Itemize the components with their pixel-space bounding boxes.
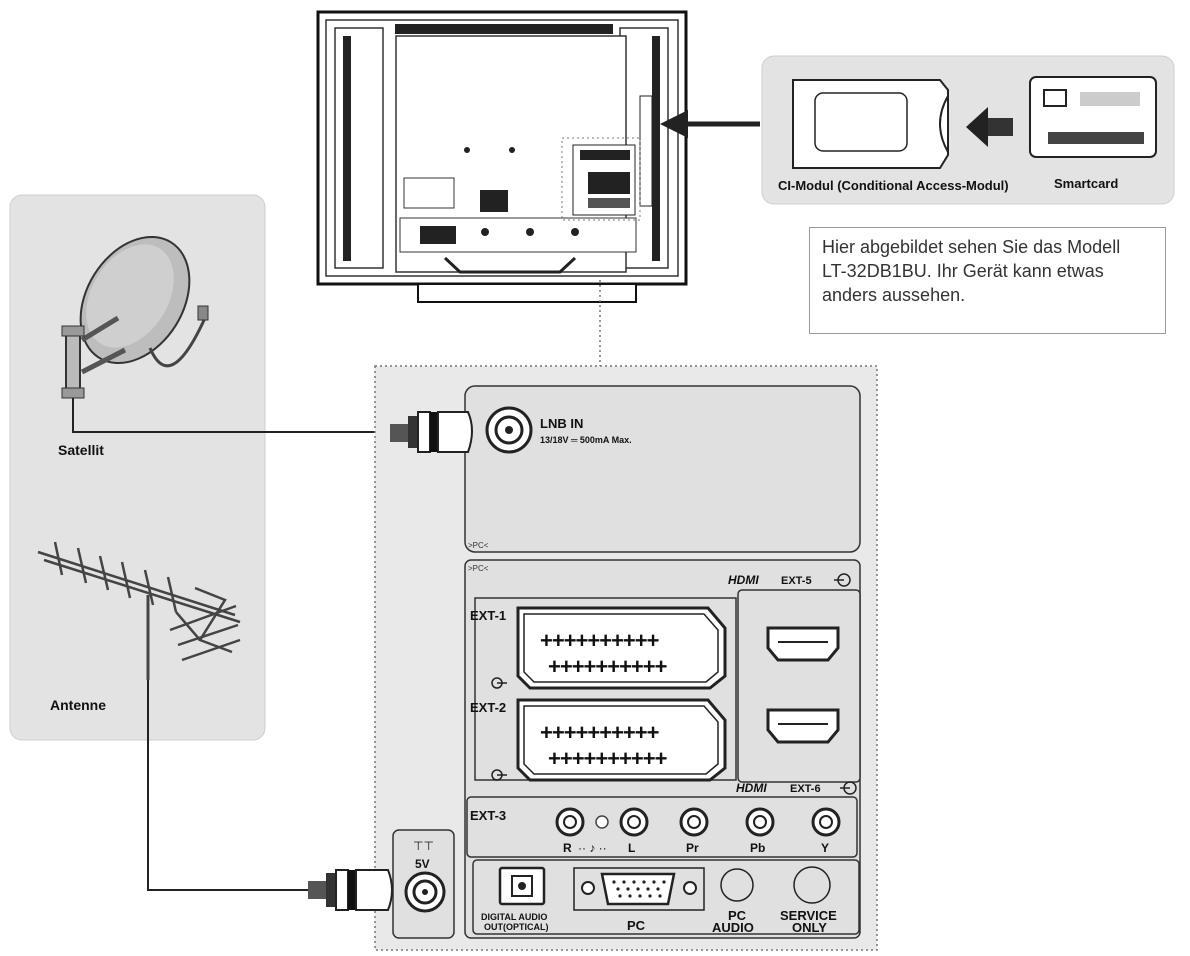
ext3-label: EXT-3	[470, 808, 506, 823]
pc-audio-port	[720, 868, 754, 902]
hdmi-ext6-port	[766, 708, 840, 744]
antenna-port-symbol: ⊤⊤	[413, 839, 434, 853]
bottom-ports-block	[472, 859, 860, 935]
lnb-in-label: LNB IN	[540, 416, 583, 431]
audio-note-icon: ·· ♪ ··	[578, 841, 607, 855]
terrestrial-antenna-icon	[37, 541, 241, 680]
ext6-label: EXT-6	[790, 783, 821, 795]
lnb-spec-label: 13/18V ═ 500mA Max.	[540, 435, 632, 445]
model-note-line2: LT-32DB1BU. Ihr Gerät kann etwas	[822, 261, 1104, 281]
smartcard-icon	[1029, 76, 1157, 158]
pc-audio-label-1: PC	[728, 908, 747, 923]
scart-ext2-pins-row2: ++++++++++	[548, 746, 667, 771]
rca-pb-label: Pb	[750, 841, 765, 855]
satellite-label: Satellit	[58, 442, 104, 458]
service-port	[793, 866, 831, 904]
scart-ext2-pins-row1: ++++++++++	[540, 720, 659, 745]
scart-ext1-pins-row1: ++++++++++	[540, 628, 659, 653]
antenna-label: Antenne	[50, 697, 106, 713]
scart-ext1-port: ++++++++++ ++++++++++	[516, 606, 727, 690]
model-note-line3: anders aussehen.	[822, 285, 966, 305]
insert-arrow-icon	[966, 107, 1013, 147]
ext3-block	[466, 796, 858, 858]
rca-pr-label: Pr	[686, 841, 699, 855]
input-arrow-icon	[834, 573, 851, 587]
rca-y-label: Y	[821, 841, 829, 855]
antenna-rf-port	[404, 871, 446, 913]
antenna-cable	[147, 680, 308, 891]
hdmi-logo-ext6: HDMI	[736, 781, 767, 795]
pc-tag-lnb: >PC<	[468, 541, 489, 550]
satellite-cable	[72, 398, 390, 433]
ci-insert-pointer-arrow	[660, 110, 760, 138]
satellite-dish-icon	[61, 235, 209, 399]
input-arrow-icon-ext6	[840, 781, 857, 795]
lnb-section	[464, 385, 861, 553]
model-note-line1: Hier abgebildet sehen Sie das Modell	[822, 237, 1121, 257]
ci-module-card-icon	[792, 79, 949, 169]
rca-l-label: L	[628, 841, 635, 855]
rca-r-label: R	[563, 841, 572, 855]
pc-tag-main: >PC<	[468, 564, 489, 573]
ci-module-label: CI-Modul (Conditional Access-Modul)	[778, 178, 1009, 193]
pc-audio-label-2: AUDIO	[712, 920, 754, 935]
ext1-label: EXT-1	[470, 608, 506, 623]
scart-ext1-pins-row2: ++++++++++	[548, 654, 667, 679]
smartcard-label: Smartcard	[1054, 176, 1118, 191]
hdmi-block	[737, 589, 861, 783]
lnb-in-port-icon	[485, 406, 533, 454]
digital-audio-label-1: DIGITAL AUDIO	[481, 912, 547, 922]
ext2-label: EXT-2	[470, 700, 506, 715]
service-label-1: SERVICE	[780, 908, 837, 923]
vga-pc-port	[573, 867, 705, 911]
scart-block	[474, 597, 737, 781]
scart-io-icon-1	[491, 677, 507, 689]
tv-back-illustration	[316, 10, 688, 303]
optical-audio-port	[498, 866, 546, 906]
scart-io-icon-2	[491, 769, 507, 781]
scart-ext2-port: ++++++++++ ++++++++++	[516, 698, 727, 782]
service-label-2: ONLY	[792, 920, 827, 935]
pc-label: PC	[627, 918, 646, 933]
model-note-box: Hier abgebildet sehen Sie das Modell LT-…	[809, 227, 1166, 334]
hdmi-logo-ext5: HDMI	[728, 573, 759, 587]
satellite-plug-icon	[390, 411, 473, 453]
ext5-label: EXT-5	[781, 575, 812, 587]
digital-audio-label-2: OUT(OPTICAL)	[484, 922, 549, 932]
hdmi-ext5-port	[766, 626, 840, 662]
rca-ports	[555, 807, 841, 837]
antenna-plug-icon	[308, 869, 393, 911]
antenna-port-voltage: 5V	[415, 857, 430, 871]
